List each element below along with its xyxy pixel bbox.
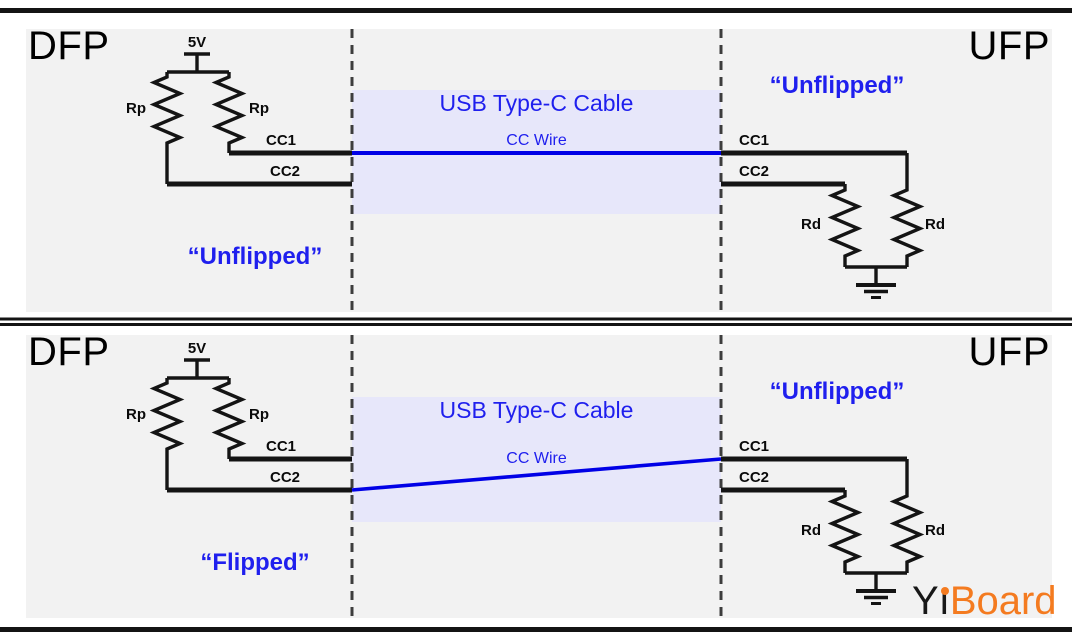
rd-right-label: Rd xyxy=(925,522,945,539)
rd-left-label: Rd xyxy=(801,522,821,539)
cable-title: USB Type-C Cable xyxy=(439,397,634,423)
ufp-cc2-label: CC2 xyxy=(739,469,770,486)
dfp-title: DFP xyxy=(28,330,110,374)
rp-right-label: Rp xyxy=(249,406,269,423)
rp-left-label: Rp xyxy=(126,406,146,423)
ufp-orientation-label: “Unflipped” xyxy=(769,72,905,99)
logo-y: Y xyxy=(912,579,939,623)
cc-wire-label: CC Wire xyxy=(506,450,567,467)
supply-5v-label: 5V xyxy=(187,340,207,357)
ufp-title: UFP xyxy=(968,330,1050,374)
dfp-cc2-label: CC2 xyxy=(270,469,301,486)
ufp-title: UFP xyxy=(968,24,1050,68)
ufp-orientation-label: “Unflipped” xyxy=(769,378,905,405)
logo-i: ı xyxy=(938,579,950,623)
ufp-cc1-label: CC1 xyxy=(739,438,770,455)
dfp-orientation-label: “Unflipped” xyxy=(187,243,323,270)
supply-5v-label: 5V xyxy=(187,34,207,51)
ufp-cc1-label: CC1 xyxy=(739,132,770,149)
rd-right-label: Rd xyxy=(925,216,945,233)
cable-title: USB Type-C Cable xyxy=(439,90,634,116)
dfp-orientation-label: “Flipped” xyxy=(200,549,310,576)
logo-i-dot xyxy=(940,587,949,595)
rd-left-label: Rd xyxy=(801,216,821,233)
rp-left-label: Rp xyxy=(126,100,146,117)
rp-right-label: Rp xyxy=(249,100,269,117)
logo-board: Board xyxy=(949,579,1057,623)
dfp-cc2-label: CC2 xyxy=(270,163,301,180)
dfp-cc1-label: CC1 xyxy=(266,438,297,455)
cc-wire-label: CC Wire xyxy=(506,132,567,149)
ufp-cc2-label: CC2 xyxy=(739,163,770,180)
dfp-title: DFP xyxy=(28,24,110,68)
dfp-cc1-label: CC1 xyxy=(266,132,297,149)
